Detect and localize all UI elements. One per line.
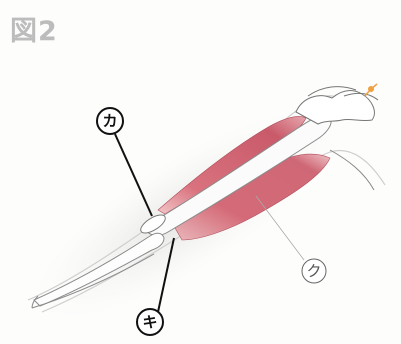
callout-ka-label: カ — [102, 112, 117, 130]
callout-ku-label: ク — [306, 262, 321, 280]
callout-ka: カ — [97, 108, 123, 134]
shoulder-bone — [296, 91, 374, 124]
callout-ki-label: キ — [142, 313, 157, 331]
callout-ki: キ — [137, 309, 163, 335]
ribcage-outline — [330, 150, 374, 190]
highlight-tick — [365, 84, 377, 96]
callout-ku: ク — [302, 259, 326, 283]
